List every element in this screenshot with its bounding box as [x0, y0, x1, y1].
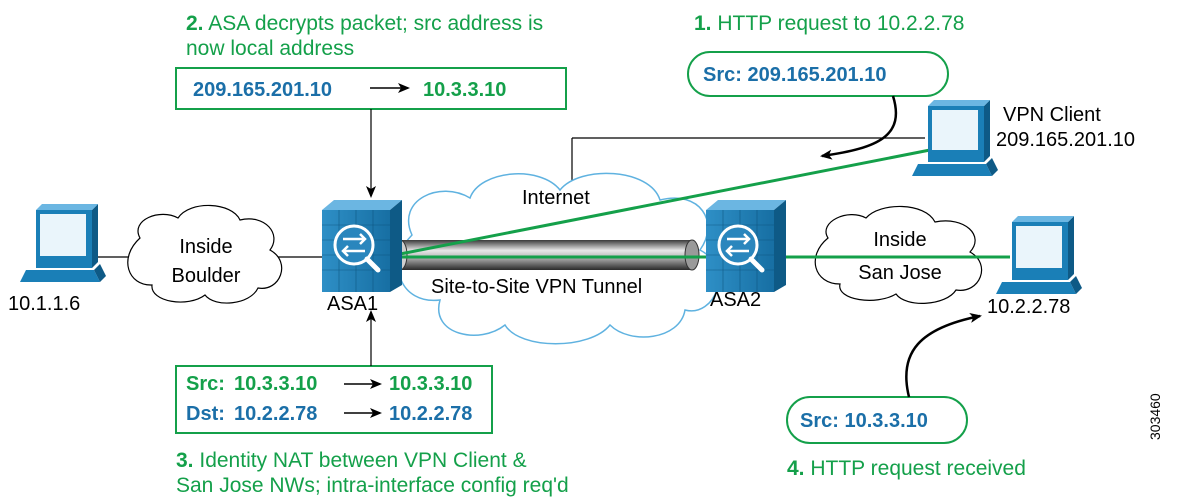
step3-src-to: 10.3.3.10	[389, 373, 472, 395]
tunnel-label: Site-to-Site VPN Tunnel	[431, 276, 642, 298]
vpn-client-name: VPN Client	[1003, 104, 1101, 126]
step4-curved-arrow	[905, 313, 982, 398]
host-right-ip: 10.2.2.78	[987, 296, 1070, 318]
vpn-client-path	[394, 148, 931, 257]
step4-bubble-text: Src: 10.3.3.10	[800, 410, 928, 432]
step1-caption: 1. HTTP request to 10.2.2.78	[694, 12, 964, 35]
step1-bubble	[687, 51, 949, 97]
vpn-client-computer[interactable]	[912, 100, 998, 176]
step3-src-label: Src:	[186, 373, 225, 395]
step3-caption-line1: 3. Identity NAT between VPN Client &	[176, 449, 527, 472]
step1-curved-arrow	[820, 95, 898, 160]
step4-bubble	[786, 396, 968, 444]
step3-dst-to: 10.2.2.78	[389, 403, 472, 425]
sanjose-label-line1: Inside	[873, 229, 926, 251]
asa2-label: ASA2	[710, 289, 761, 311]
step3-dst-label: Dst:	[186, 403, 225, 425]
figure-id: 303460	[1147, 393, 1163, 440]
sanjose-label-line2: San Jose	[858, 262, 941, 284]
vpn-client-ip: 209.165.201.10	[996, 129, 1135, 151]
step1-bubble-text: Src: 209.165.201.10	[703, 64, 887, 86]
asa2-firewall[interactable]	[706, 200, 786, 292]
step3-src-from: 10.3.3.10	[234, 373, 317, 395]
site-to-site-tunnel	[392, 239, 700, 271]
step2-from-address: 209.165.201.10	[193, 79, 332, 101]
step4-caption: 4. HTTP request received	[787, 457, 1026, 480]
step3-box	[175, 365, 493, 434]
step2-caption-line1: 2. ASA decrypts packet; src address is	[186, 12, 543, 35]
host-left-ip: 10.1.1.6	[8, 293, 80, 315]
inside-sanjose-cloud	[814, 205, 983, 304]
step2-caption-line2: now local address	[186, 37, 354, 60]
step3-dst-from: 10.2.2.78	[234, 403, 317, 425]
asa1-label: ASA1	[327, 293, 378, 315]
host-right-computer[interactable]	[996, 216, 1082, 294]
boulder-label-line1: Inside	[179, 236, 232, 258]
step2-to-address: 10.3.3.10	[423, 79, 506, 101]
internet-label: Internet	[522, 187, 590, 209]
asa1-firewall[interactable]	[322, 200, 402, 292]
boulder-label-line2: Boulder	[172, 265, 241, 287]
step3-caption-line2: San Jose NWs; intra-interface config req…	[176, 474, 569, 497]
host-left-computer[interactable]	[20, 204, 106, 282]
inside-boulder-cloud	[127, 204, 283, 304]
